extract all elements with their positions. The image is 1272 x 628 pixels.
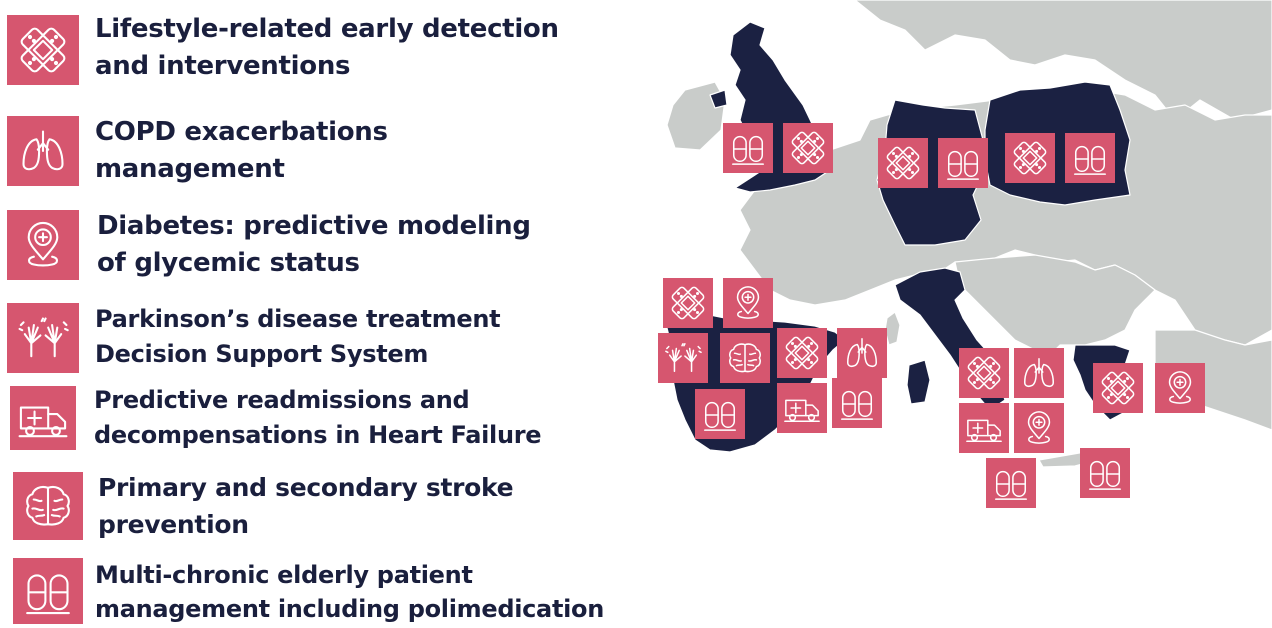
bandage-icon (1093, 363, 1143, 413)
bandage-icon (959, 348, 1009, 398)
ambulance-icon (959, 403, 1009, 453)
bandage-icon (777, 328, 827, 378)
tremor-hands-icon (658, 333, 708, 383)
location-plus-icon (1014, 403, 1064, 453)
brain-icon (720, 333, 770, 383)
tremor-hands-icon (7, 303, 79, 373)
bandage-icon (663, 278, 713, 328)
pills-icon (695, 389, 745, 439)
pills-icon (1080, 448, 1130, 498)
pills-icon (723, 123, 773, 173)
location-plus-icon (1155, 363, 1205, 413)
bandage-icon (1005, 133, 1055, 183)
bandage-icon (878, 138, 928, 188)
ambulance-icon (10, 386, 76, 450)
bandage-icon (7, 15, 79, 85)
ambulance-icon (777, 383, 827, 433)
brain-icon (13, 472, 83, 540)
lungs-icon (7, 116, 79, 186)
pills-icon (13, 558, 83, 624)
bandage-icon (783, 123, 833, 173)
pills-icon (832, 378, 882, 428)
location-plus-icon (7, 210, 79, 280)
lungs-icon (837, 328, 887, 378)
lungs-icon (1014, 348, 1064, 398)
pills-icon (1065, 133, 1115, 183)
location-plus-icon (723, 278, 773, 328)
europe-map (655, 0, 1272, 628)
pills-icon (938, 138, 988, 188)
pills-icon (986, 458, 1036, 508)
